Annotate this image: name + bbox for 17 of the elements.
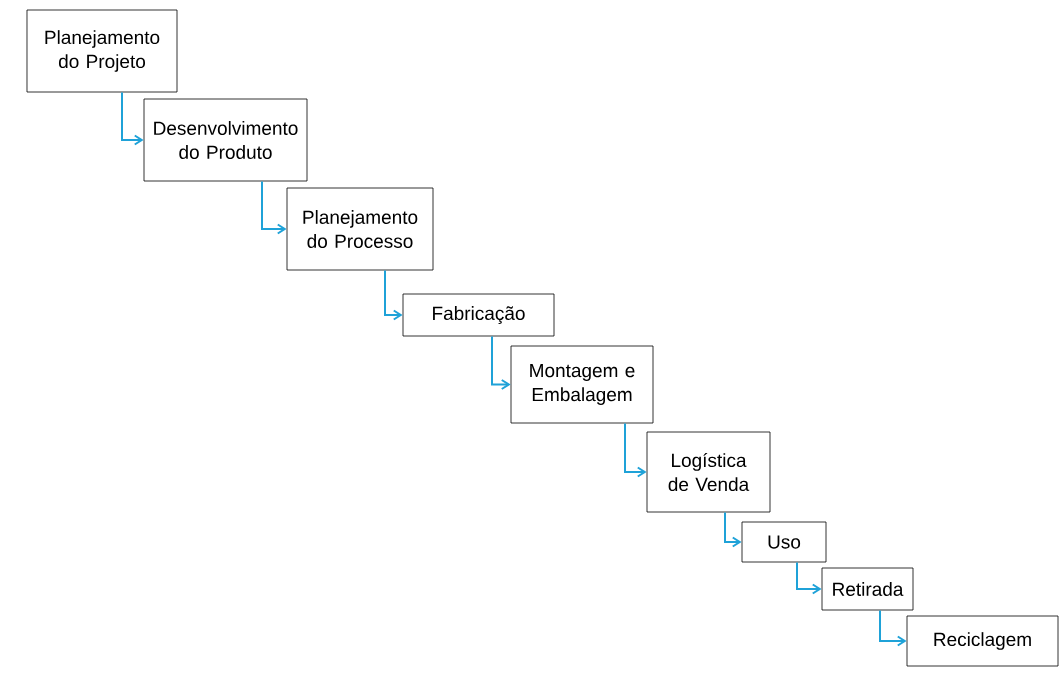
process-box: Logística de Venda [646,431,771,513]
arrow [879,609,907,647]
process-box: Retirada [821,567,914,611]
process-box: Planejamento do Projeto [26,9,178,93]
process-box: Uso [741,521,827,563]
arrow [384,269,403,321]
process-box: Reciclagem [906,615,1059,667]
arrow [491,335,511,390]
arrow [121,91,144,146]
arrow [261,180,287,235]
process-box: Montagem e Embalagem [510,345,654,424]
process-box: Desenvolvimento do Produto [143,98,308,182]
arrow [624,422,647,478]
process-box: Fabricação [402,293,555,337]
arrow [724,511,742,548]
process-box: Planejamento do Processo [286,187,434,271]
arrow [796,561,822,595]
